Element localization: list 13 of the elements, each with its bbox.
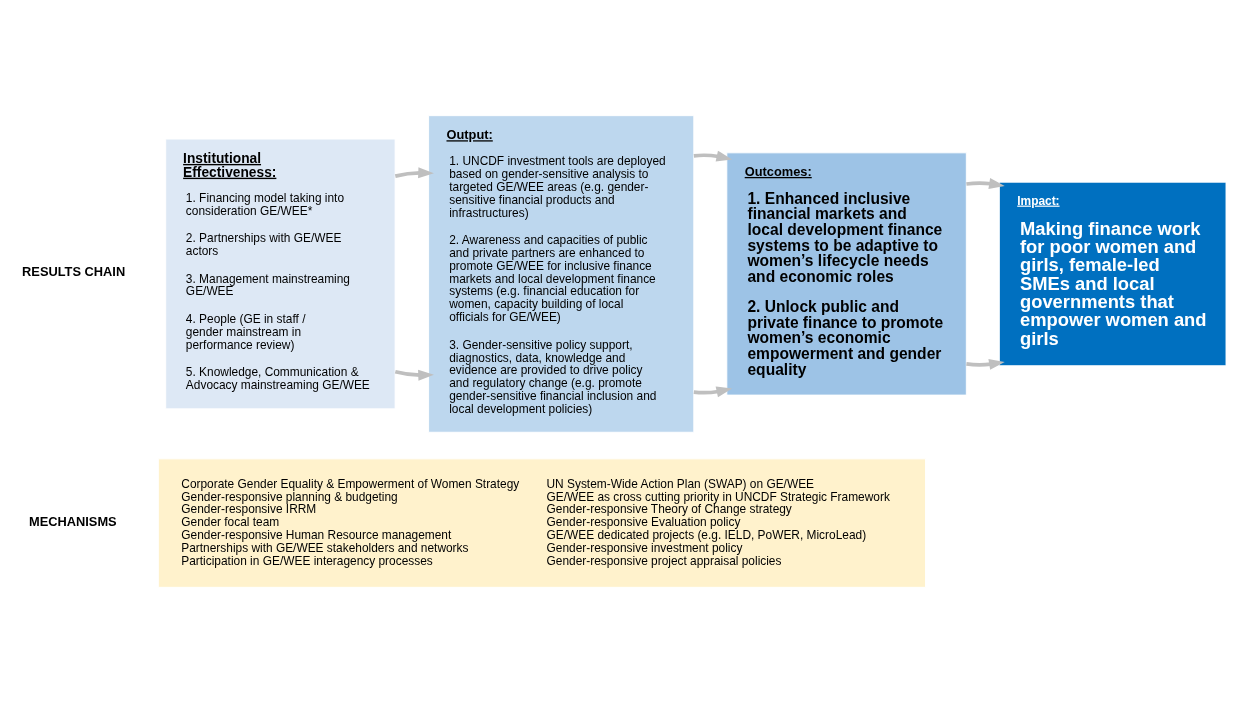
- arrow: [394, 369, 434, 381]
- node-box: Outcomes: 1. Enhanced inclusive financial markets and local development finance systems to be adaptive to women’s lifecycle needs and economic roles 2. Unlock public and private finance to promote women’s economic empowerment and gender equality: [726, 151, 967, 396]
- arrow: [966, 177, 1005, 189]
- label: RESULTS CHAIN: [22, 263, 126, 279]
- node-box: Institutional Effectiveness: 1. Financing model taking into consideration GE/WEE* 2. Partnerships with GE/WEE actors 3. Management mainstreaming GE/WEE 4. People (GE in staff / gender mainstream in performance review) 5. Knowledge, Communication & Advocacy mainstreaming GE/WEE: [165, 138, 396, 409]
- node-box: Impact: Making finance work for poor women and girls, female-led SMEs and local governments that empower women and girls: [998, 181, 1227, 366]
- arrow: [693, 385, 733, 397]
- arrow: [693, 150, 733, 161]
- node-box: Output: 1. UNCDF investment tools are deployed based on gender-sensitive analysis to targeted GE/WEE areas (e.g. gender-sensitive financial products and infrastructures) 2. Awareness and capacities of public and private partners are enhanced to promote GE/WEE for inclusive finance markets and local development finance systems (e.g. financial education for women, capacity building of local officials for GE/WEE) 3. Gender-sensitive policy support, diagnostics, data, knowledge and evidence are provided to drive policy and regulatory change (e.g. promote gender-sensitive financial inclusion and local development policies): [428, 114, 695, 433]
- arrow: [394, 166, 434, 178]
- arrow: [966, 358, 1005, 370]
- node-box: Corporate Gender Equality & Empowerment of Women Strategy Gender-responsive planning & budgeting Gender-responsive IRRM Gender focal team Gender-responsive Human Resource management Partnerships with GE/WEE stakeholders and networks Participation in GE/WEE interagency processes UN System-Wide Action Plan (SWAP) on GE/WEE GE/WEE as cross cutting priority in UNCDF Strategic Framework Gender-responsive Theory of Change strategy Gender-responsive Evaluation policy GE/WEE dedicated projects (e.g. IELD, PoWER, MicroLead) Gender-responsive investment policy Gender-responsive project appraisal policies: [157, 457, 926, 588]
- node-label: MECHANISMS: [28, 513, 117, 529]
